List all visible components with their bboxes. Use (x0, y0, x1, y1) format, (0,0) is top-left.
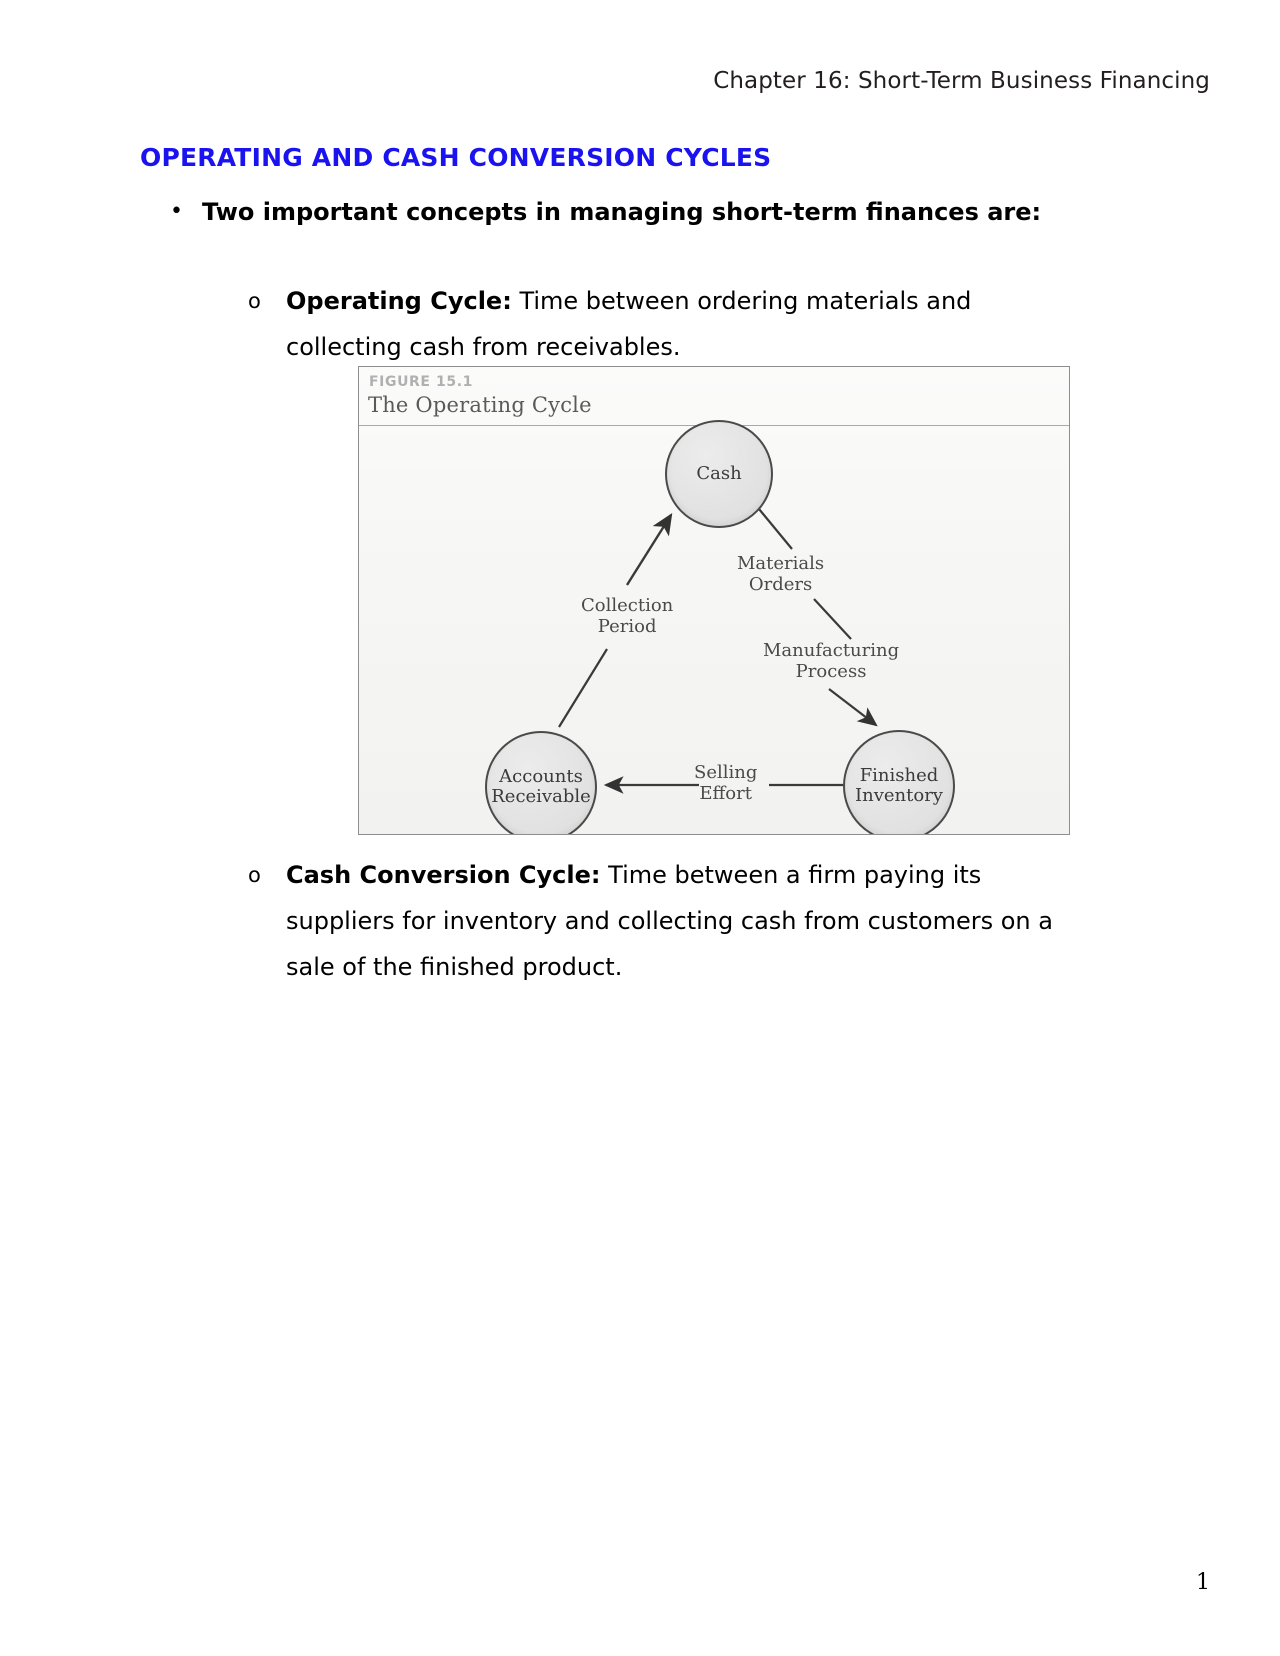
bullet-operating-cycle-text: Operating Cycle: Time between ordering m… (286, 278, 1058, 370)
collection-line1: Collection (581, 595, 674, 616)
figure-title: The Operating Cycle (368, 393, 592, 417)
selling-line2: Effort (699, 783, 752, 805)
term-operating-cycle: Operating Cycle: (286, 287, 512, 315)
node-accounts-receivable-label: Accounts Receivable (491, 765, 591, 807)
edge-label-materials-orders: Materials Orders (737, 553, 824, 595)
figure-operating-cycle: FIGURE 15.1 The Operating Cycle (358, 366, 1070, 835)
edge-label-manufacturing-process: Manufacturing Process (763, 640, 899, 682)
figure-label: FIGURE 15.1 (369, 374, 473, 390)
page-title: OPERATING AND CASH CONVERSION CYCLES (140, 143, 772, 172)
bullet-level1: • Two important concepts in managing sho… (170, 189, 1070, 235)
selling-line1: Selling (694, 762, 758, 783)
sub-bullet-marker-icon: o (248, 289, 261, 313)
sub-bullet-marker-icon: o (248, 863, 261, 887)
edge-label-collection-period: Collection Period (581, 595, 673, 637)
manufacturing-line1: Manufacturing (763, 640, 900, 661)
edge-label-selling-effort: Selling Effort (694, 762, 757, 804)
bullet-cash-conversion-cycle-text: Cash Conversion Cycle: Time between a fi… (286, 852, 1058, 990)
materials-line2: Orders (748, 574, 813, 596)
materials-line1: Materials (737, 553, 825, 574)
bullet-level1-text: Two important concepts in managing short… (202, 198, 1042, 226)
term-cash-conversion-cycle: Cash Conversion Cycle: (286, 861, 601, 889)
node-cash: Cash (665, 420, 773, 528)
page-number: 1 (1196, 1570, 1210, 1595)
bullet-marker-icon: • (170, 199, 183, 224)
definition-operating-cycle: Time between ordering materials and coll… (286, 287, 972, 361)
figure-canvas: FIGURE 15.1 The Operating Cycle (359, 367, 1069, 834)
node-accounts-receivable: Accounts Receivable (485, 731, 597, 834)
node-finished-inventory: Finished Inventory (843, 730, 955, 834)
running-header: Chapter 16: Short-Term Business Financin… (713, 68, 1210, 94)
node-cash-label: Cash (696, 462, 742, 484)
node-finished-inventory-label: Finished Inventory (855, 764, 943, 806)
node-ar-line1: Accounts (499, 765, 583, 787)
figure-arrows (558, 508, 878, 794)
node-ar-line2: Receivable (491, 786, 591, 807)
collection-line2: Period (597, 616, 657, 638)
bullet-cash-conversion-cycle: o Cash Conversion Cycle: Time between a … (248, 852, 1058, 990)
node-fi-line2: Inventory (855, 785, 943, 806)
manufacturing-line2: Process (795, 661, 867, 683)
bullet-operating-cycle: o Operating Cycle: Time between ordering… (248, 278, 1058, 370)
node-fi-line1: Finished (859, 764, 939, 786)
definition-cash-conversion-cycle: Time between a firm paying its suppliers… (286, 861, 1053, 981)
